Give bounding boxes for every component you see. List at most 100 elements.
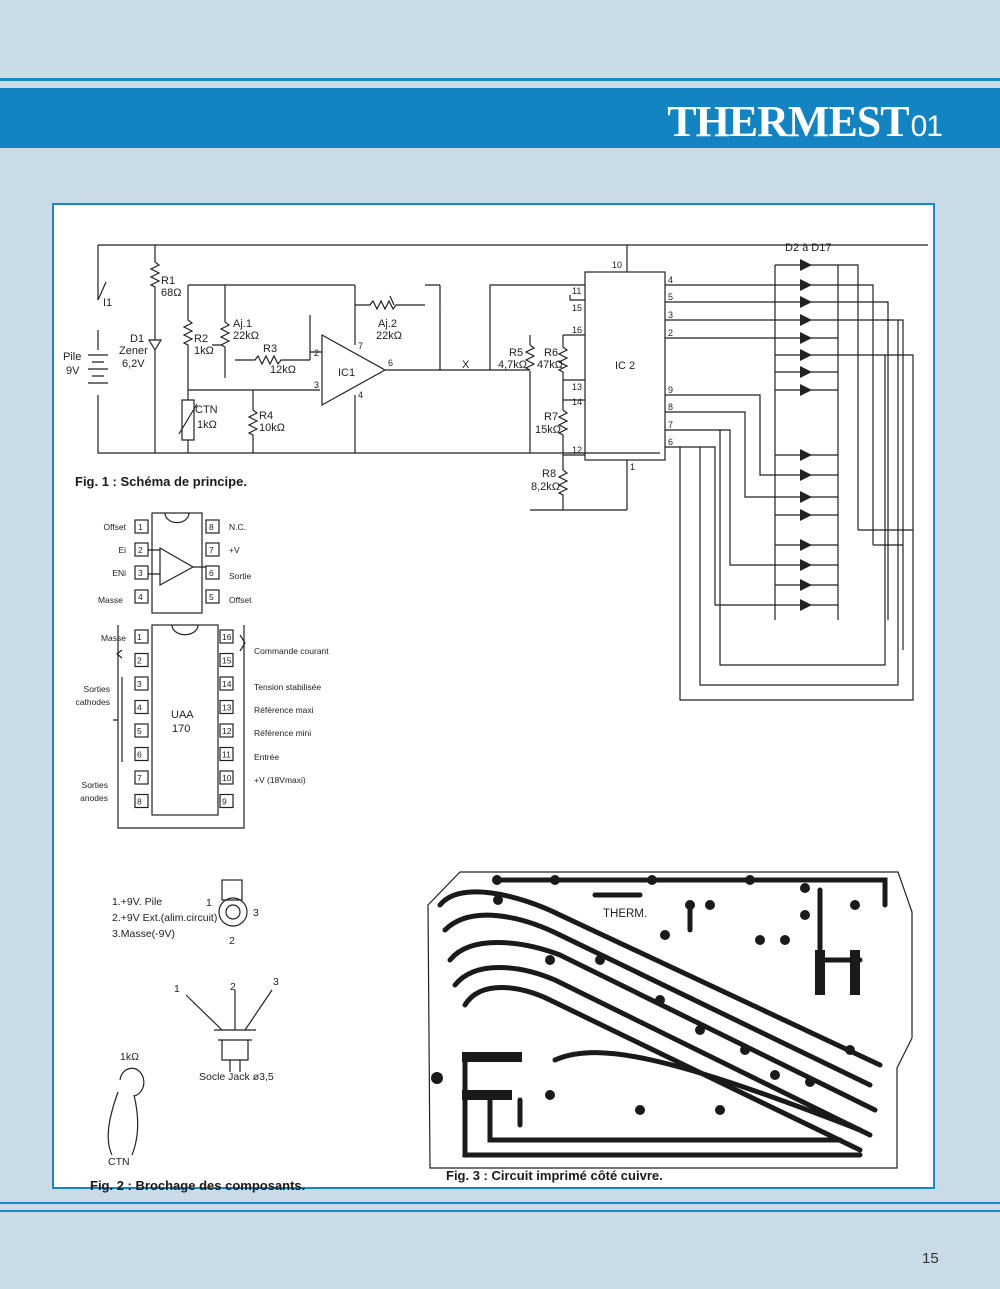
label-aj2-value: 22kΩ bbox=[376, 330, 402, 342]
jack-pin-3: 3 bbox=[253, 907, 259, 919]
opamp-pin-3: 3 bbox=[138, 568, 143, 578]
opamp-pin-7: 7 bbox=[209, 545, 214, 555]
ic2-pin-16: 16 bbox=[572, 325, 582, 335]
uaa-label-entree: Entrée bbox=[254, 752, 279, 762]
uaa-label-ref-mini: Référence mini bbox=[254, 728, 311, 738]
label-ic2: IC 2 bbox=[615, 360, 635, 372]
label-i1: I1 bbox=[103, 297, 112, 309]
ic2-pin-8: 8 bbox=[668, 402, 673, 412]
uaa-pin-box bbox=[219, 629, 234, 644]
opamp-pin-1: 1 bbox=[138, 522, 143, 532]
label-r2-value: 1kΩ bbox=[194, 345, 214, 357]
label-r3: R3 bbox=[263, 343, 277, 355]
uaa-pin-box bbox=[134, 746, 149, 762]
label-r5: R5 bbox=[509, 347, 523, 359]
uaa-pin-box bbox=[219, 723, 234, 738]
socle-pin-2: 2 bbox=[230, 981, 236, 993]
uaa-pin-box bbox=[219, 793, 234, 809]
label-r7-value: 15kΩ bbox=[535, 424, 561, 436]
label-r1-value: 68Ω bbox=[161, 287, 181, 299]
ic2-pin-7: 7 bbox=[668, 420, 673, 430]
uaa-label-cathodes: cathodes bbox=[76, 697, 111, 707]
fig3-caption: Fig. 3 : Circuit imprimé côté cuivre. bbox=[446, 1168, 663, 1183]
uaa-label-sorties-cathodes: Sorties bbox=[84, 684, 110, 694]
title-banner bbox=[0, 88, 1000, 148]
label-r8: R8 bbox=[542, 468, 556, 480]
label-r2: R2 bbox=[194, 333, 208, 345]
jack-legend-3: 3.Masse(-9V) bbox=[112, 928, 175, 940]
ic2-pin-5: 5 bbox=[668, 292, 673, 302]
uaa-pin-box bbox=[134, 793, 149, 809]
title-text: THERMEST bbox=[667, 97, 909, 146]
uaa-pin-box bbox=[134, 770, 149, 785]
jack-pin-2: 2 bbox=[229, 935, 235, 947]
opamp-pin-8: 8 bbox=[209, 522, 214, 532]
pcb-board-label: THERM. bbox=[603, 908, 647, 920]
uaa-label-sorties-anodes: Sorties bbox=[82, 780, 108, 790]
opamp-label-masse: Masse bbox=[98, 595, 123, 605]
opamp-label-nc: N.C. bbox=[229, 522, 246, 532]
uaa-pin-number: 6 bbox=[137, 750, 142, 760]
jack-legend-2: 2.+9V Ext.(alim.circuit) bbox=[112, 912, 217, 924]
label-ic1-pin3: 3 bbox=[314, 380, 319, 390]
uaa-pin-box bbox=[134, 723, 149, 738]
uaa-pin-number: 11 bbox=[222, 750, 231, 760]
label-d1: D1 bbox=[130, 333, 144, 345]
label-aj2: Aj.2 bbox=[378, 318, 397, 330]
ic2-pin-3: 3 bbox=[668, 310, 673, 320]
opamp-label-vplus: +V bbox=[229, 545, 240, 555]
uaa-pin-box bbox=[219, 676, 234, 691]
ic2-pin-4: 4 bbox=[668, 275, 673, 285]
uaa-pin-number: 5 bbox=[137, 726, 142, 736]
label-r4: R4 bbox=[259, 410, 273, 422]
uaa-pin-box bbox=[219, 746, 234, 762]
uaa-model: 170 bbox=[172, 723, 190, 735]
label-ic1-pin7: 7 bbox=[358, 341, 363, 351]
uaa-pin-box bbox=[134, 676, 149, 691]
uaa-pin-box bbox=[219, 699, 234, 715]
ic2-pin-10: 10 bbox=[612, 260, 622, 270]
opamp-label-offset2: Offset bbox=[229, 595, 252, 605]
label-ctn-value: 1kΩ bbox=[197, 419, 217, 431]
ctn-name: CTN bbox=[108, 1156, 130, 1168]
label-ic1-pin6: 6 bbox=[388, 358, 393, 368]
opamp-label-eni: ENi bbox=[112, 568, 126, 578]
opamp-pin-6: 6 bbox=[209, 568, 214, 578]
uaa-pin-number: 10 bbox=[222, 773, 232, 783]
uaa-pin-number: 4 bbox=[137, 703, 142, 713]
uaa-pin-number: 15 bbox=[222, 656, 232, 666]
label-r6: R6 bbox=[544, 347, 558, 359]
label-pile-voltage: 9V bbox=[66, 365, 80, 377]
uaa-pin-box bbox=[219, 652, 234, 668]
label-r4-value: 10kΩ bbox=[259, 422, 285, 434]
label-ctn: CTN bbox=[195, 404, 218, 416]
ic2-pin-15: 15 bbox=[572, 303, 582, 313]
label-r5-value: 4,7kΩ bbox=[498, 359, 527, 371]
label-zener: Zener bbox=[119, 345, 148, 357]
opamp-pin-5: 5 bbox=[209, 592, 214, 602]
label-r1: R1 bbox=[161, 275, 175, 287]
label-r7: R7 bbox=[544, 411, 558, 423]
uaa-label-anodes: anodes bbox=[80, 793, 108, 803]
label-x: X bbox=[462, 359, 470, 371]
bottom-rule bbox=[0, 1202, 1000, 1204]
uaa-pin-number: 3 bbox=[137, 679, 142, 689]
opamp-label-sortie: Sortie bbox=[229, 571, 251, 581]
uaa-pin-number: 14 bbox=[222, 679, 232, 689]
uaa-pin-number: 8 bbox=[137, 797, 142, 807]
uaa-label-commande: Commande courant bbox=[254, 646, 329, 656]
ic2-pin-6: 6 bbox=[668, 437, 673, 447]
uaa-pin-box bbox=[219, 770, 234, 785]
page-title: THERMEST01 bbox=[667, 96, 943, 147]
opamp-label-ei: Ei bbox=[118, 545, 126, 555]
ctn-value: 1kΩ bbox=[120, 1051, 139, 1063]
uaa-pin-box bbox=[134, 652, 149, 668]
top-rule bbox=[0, 78, 1000, 81]
label-ic1: IC1 bbox=[338, 367, 355, 379]
label-ic1-pin2: 2 bbox=[314, 348, 319, 358]
ic2-pin-1: 1 bbox=[630, 462, 635, 472]
fig1-caption: Fig. 1 : Schéma de principe. bbox=[75, 474, 247, 489]
ic2-pin-2: 2 bbox=[668, 328, 673, 338]
ic2-pin-12: 12 bbox=[572, 445, 582, 455]
label-aj1-value: 22kΩ bbox=[233, 330, 259, 342]
